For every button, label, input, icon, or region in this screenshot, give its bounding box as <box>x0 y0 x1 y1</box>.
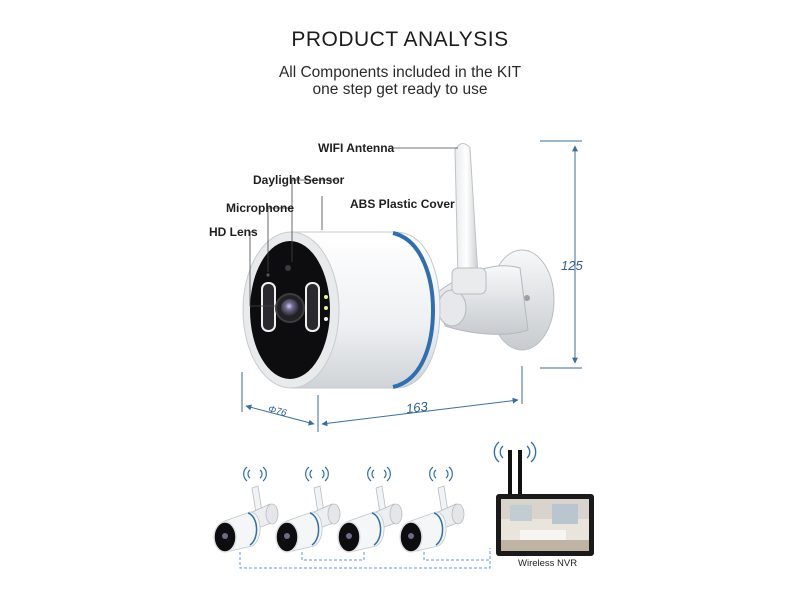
page-subtitle: All Components included in the KIT one s… <box>0 64 800 98</box>
wifi-icon <box>243 466 267 482</box>
page-title: PRODUCT ANALYSIS <box>291 28 509 51</box>
dim-diameter-line <box>245 404 315 426</box>
wifi-icon <box>429 466 453 482</box>
dim-height-label: 125 <box>561 258 583 273</box>
led-dot <box>324 317 328 321</box>
label-microphone: Microphone <box>226 201 294 215</box>
main-camera <box>242 143 555 389</box>
kit-camera <box>399 466 465 553</box>
kit-camera <box>337 466 403 553</box>
label-hd-lens: HD Lens <box>209 225 258 239</box>
label-wifi-antenna: WIFI Antenna <box>318 141 395 155</box>
subtitle-line-2: one step get ready to use <box>312 81 488 98</box>
label-abs-cover: ABS Plastic Cover <box>350 197 455 211</box>
nvr-wifi-icon <box>493 441 537 463</box>
ir-led-panel-left <box>261 282 276 332</box>
wifi-icon <box>367 466 391 482</box>
connection-lines <box>239 548 491 569</box>
kit-cameras <box>213 466 465 553</box>
accent-ring <box>392 231 436 389</box>
mount-screw <box>524 295 530 301</box>
antenna-base <box>451 267 487 295</box>
callout-lines <box>249 147 458 307</box>
callout-line-microphone <box>267 207 292 272</box>
daylight-sensor <box>285 265 291 271</box>
callout-line-lens <box>249 231 276 307</box>
lens-glass <box>281 299 299 317</box>
led-dot <box>324 295 328 299</box>
ir-led-panel-right <box>305 282 320 332</box>
nvr-label: Wireless NVR <box>518 558 578 569</box>
dim-length-line <box>321 397 519 427</box>
mount-joint <box>437 289 467 327</box>
kit-camera <box>213 466 279 553</box>
callout-line-sensor <box>291 179 337 262</box>
wireless-nvr <box>493 441 594 556</box>
microphone-hole <box>266 273 270 277</box>
wifi-antenna <box>454 143 479 281</box>
subtitle-line-1: All Components included in the KIT <box>278 64 522 81</box>
label-daylight-sensor: Daylight Sensor <box>253 173 345 187</box>
nvr-antenna-left <box>508 450 512 496</box>
led-dot <box>324 306 328 310</box>
kit-camera <box>275 466 341 553</box>
dimension-lines <box>241 140 582 432</box>
nvr-antenna-right <box>518 450 522 496</box>
wifi-icon <box>305 466 329 482</box>
dim-length-label: 163 <box>405 398 429 417</box>
